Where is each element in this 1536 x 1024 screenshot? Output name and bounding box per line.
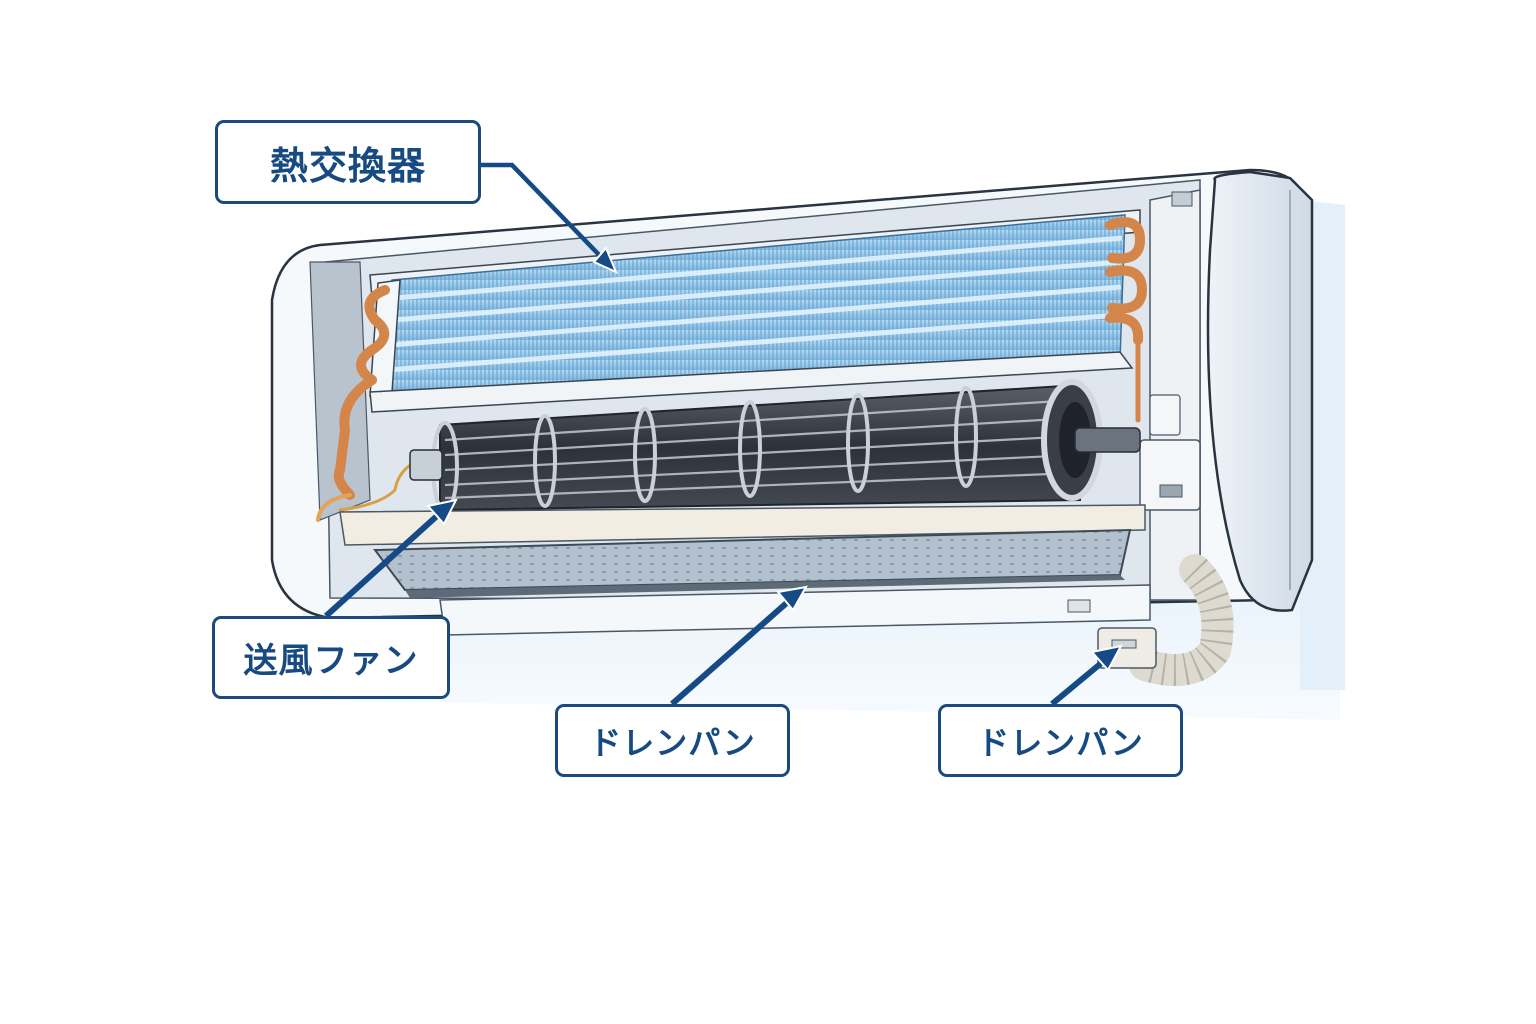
callout-drain-pan: ドレンパン [555, 704, 790, 777]
callout-drain-outlet-text: ドレンパン [977, 723, 1144, 762]
heat-exchanger-coil [369, 209, 1141, 413]
right-side-bracket [1139, 189, 1201, 601]
callout-blower-fan-text: 送風ファン [243, 641, 419, 681]
right-end-cap [1206, 170, 1314, 612]
drain-pan-assembly [339, 504, 1151, 636]
callout-heat-exchanger-text: 熱交換器 [269, 143, 426, 188]
callout-arrows [323, 162, 1123, 707]
callout-heat-exchanger: 熱交換器 [215, 120, 481, 204]
callout-drain-pan-text: ドレンパン [589, 723, 756, 762]
callout-drain-outlet: ドレンパン [938, 704, 1183, 777]
callout-blower-fan: 送風ファン [212, 616, 450, 699]
copper-pipes-right [1105, 217, 1148, 423]
blower-fan [409, 379, 1141, 513]
